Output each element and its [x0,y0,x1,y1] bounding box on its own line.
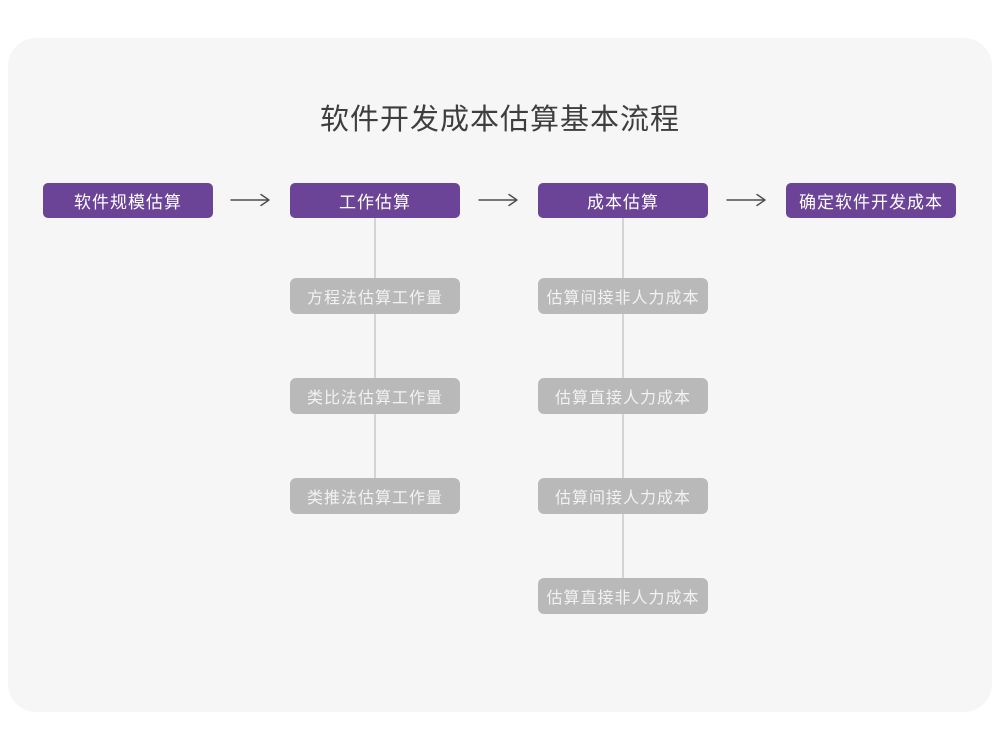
connector-line-work-estimation [374,218,376,480]
cost-substep-indirect-labor: 估算间接人力成本 [538,478,708,514]
work-substep-extrapolation-method: 类推法估算工作量 [290,478,460,514]
flow-step-determine-development-cost: 确定软件开发成本 [786,183,956,218]
work-substep-equation-method: 方程法估算工作量 [290,278,460,314]
diagram-title: 软件开发成本估算基本流程 [319,104,680,136]
cost-substep-indirect-nonlabor: 估算间接非人力成本 [538,278,708,314]
cost-substep-direct-nonlabor: 估算直接非人力成本 [538,578,708,614]
arrow-right-icon [477,192,521,208]
arrow-right-icon [725,192,769,208]
arrow-right-icon [229,192,273,208]
diagram-card [8,38,992,712]
work-substep-analogy-method: 类比法估算工作量 [290,378,460,414]
cost-substep-direct-labor: 估算直接人力成本 [538,378,708,414]
flow-step-cost-estimation: 成本估算 [538,183,708,218]
flow-step-work-estimation: 工作估算 [290,183,460,218]
flow-step-software-scale-estimation: 软件规模估算 [43,183,213,218]
